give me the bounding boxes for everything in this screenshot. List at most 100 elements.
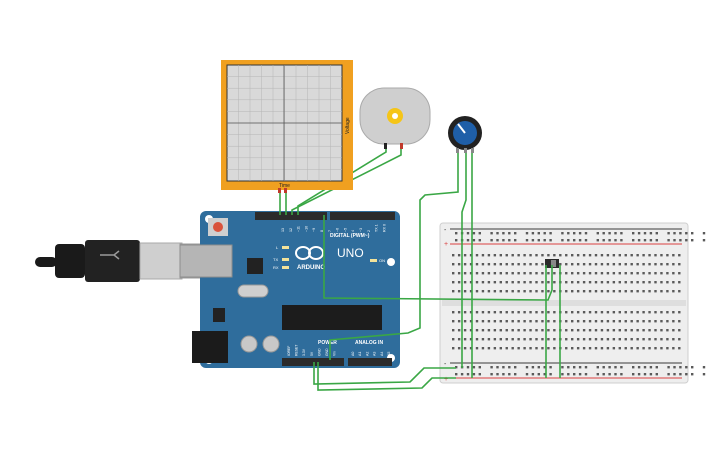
breadboard-hole[interactable] (600, 272, 604, 275)
breadboard-hole[interactable] (642, 320, 645, 323)
breadboard-hole[interactable] (667, 373, 670, 376)
breadboard-hole[interactable] (672, 329, 675, 332)
breadboard-hole[interactable] (642, 338, 645, 341)
breadboard-hole[interactable] (478, 239, 481, 242)
breadboard-hole[interactable] (481, 272, 485, 275)
breadboard-hole[interactable] (553, 254, 556, 257)
breadboard-hole[interactable] (618, 338, 621, 341)
breadboard-hole[interactable] (487, 329, 491, 332)
breadboard-hole[interactable] (606, 347, 610, 350)
breadboard-hole[interactable] (630, 290, 633, 293)
breadboard-hole[interactable] (600, 329, 604, 332)
breadboard-hole[interactable] (642, 290, 645, 293)
breadboard-hole[interactable] (553, 311, 556, 314)
breadboard-hole[interactable] (600, 311, 604, 314)
breadboard-hole[interactable] (672, 311, 675, 314)
breadboard-hole[interactable] (505, 254, 508, 257)
breadboard-hole[interactable] (654, 338, 657, 341)
breadboard-hole[interactable] (547, 290, 550, 293)
breadboard-hole[interactable] (567, 232, 570, 235)
breadboard-hole[interactable] (685, 373, 688, 376)
breadboard-hole[interactable] (481, 329, 485, 332)
breadboard-hole[interactable] (649, 232, 653, 235)
breadboard-hole[interactable] (463, 290, 467, 293)
breadboard-hole[interactable] (636, 281, 639, 284)
breadboard-hole[interactable] (531, 239, 535, 242)
breadboard-hole[interactable] (618, 347, 621, 350)
breadboard-hole[interactable] (630, 311, 633, 314)
breadboard-hole[interactable] (487, 272, 491, 275)
breadboard-hole[interactable] (576, 254, 580, 257)
breadboard-hole[interactable] (576, 347, 580, 350)
breadboard-hole[interactable] (561, 239, 564, 242)
breadboard-hole[interactable] (505, 329, 508, 332)
breadboard-hole[interactable] (547, 347, 550, 350)
breadboard-hole[interactable] (505, 311, 508, 314)
breadboard-hole[interactable] (493, 254, 497, 257)
breadboard-hole[interactable] (678, 320, 681, 323)
breadboard-hole[interactable] (452, 290, 455, 293)
breadboard-hole[interactable] (614, 373, 617, 376)
breadboard-hole[interactable] (588, 338, 592, 341)
breadboard-hole[interactable] (455, 373, 458, 376)
breadboard-hole[interactable] (655, 373, 658, 376)
breadboard-hole[interactable] (541, 338, 544, 341)
breadboard-hole[interactable] (630, 347, 633, 350)
breadboard-hole[interactable] (655, 239, 658, 242)
reset-button-cap[interactable] (213, 222, 223, 232)
breadboard-hole[interactable] (547, 311, 550, 314)
breadboard-hole[interactable] (457, 338, 461, 341)
breadboard-hole[interactable] (549, 373, 552, 376)
breadboard-hole[interactable] (636, 320, 639, 323)
breadboard-hole[interactable] (499, 347, 502, 350)
breadboard-hole[interactable] (481, 338, 485, 341)
breadboard-hole[interactable] (578, 239, 582, 242)
breadboard-hole[interactable] (529, 329, 532, 332)
breadboard-hole[interactable] (543, 366, 546, 369)
breadboard-hole[interactable] (481, 281, 485, 284)
breadboard-hole[interactable] (642, 311, 645, 314)
breadboard-hole[interactable] (649, 373, 653, 376)
breadboard-hole[interactable] (660, 329, 663, 332)
breadboard-hole[interactable] (549, 366, 552, 369)
breadboard-hole[interactable] (496, 366, 499, 369)
breadboard-hole[interactable] (487, 338, 491, 341)
breadboard-hole[interactable] (660, 311, 663, 314)
breadboard-hole[interactable] (567, 373, 570, 376)
breadboard-hole[interactable] (648, 263, 651, 266)
breadboard-hole[interactable] (678, 281, 681, 284)
breadboard-hole[interactable] (643, 373, 647, 376)
breadboard-hole[interactable] (632, 366, 635, 369)
breadboard-hole[interactable] (582, 320, 586, 323)
breadboard-hole[interactable] (502, 373, 505, 376)
breadboard-hole[interactable] (535, 272, 538, 275)
breadboard-hole[interactable] (472, 232, 476, 235)
breadboard-hole[interactable] (553, 290, 556, 293)
breadboard-hole[interactable] (511, 347, 514, 350)
breadboard-hole[interactable] (517, 290, 520, 293)
breadboard-hole[interactable] (517, 272, 520, 275)
breadboard-hole[interactable] (505, 290, 508, 293)
breadboard-hole[interactable] (606, 338, 610, 341)
breadboard-hole[interactable] (508, 373, 511, 376)
breadboard-hole[interactable] (553, 281, 556, 284)
breadboard-hole[interactable] (582, 272, 586, 275)
breadboard-hole[interactable] (660, 320, 663, 323)
breadboard-hole[interactable] (588, 290, 592, 293)
breadboard-hole[interactable] (505, 338, 508, 341)
breadboard-hole[interactable] (547, 272, 550, 275)
breadboard-hole[interactable] (588, 281, 592, 284)
breadboard-hole[interactable] (582, 290, 586, 293)
breadboard-hole[interactable] (561, 366, 564, 369)
breadboard-hole[interactable] (673, 373, 676, 376)
breadboard-hole[interactable] (573, 366, 576, 369)
breadboard-hole[interactable] (452, 347, 455, 350)
breadboard-hole[interactable] (457, 254, 461, 257)
breadboard-hole[interactable] (612, 347, 616, 350)
breadboard-hole[interactable] (691, 373, 694, 376)
breadboard-hole[interactable] (596, 239, 599, 242)
breadboard-hole[interactable] (582, 281, 586, 284)
breadboard-hole[interactable] (469, 329, 473, 332)
breadboard-hole[interactable] (620, 239, 623, 242)
breadboard-hole[interactable] (475, 263, 479, 266)
